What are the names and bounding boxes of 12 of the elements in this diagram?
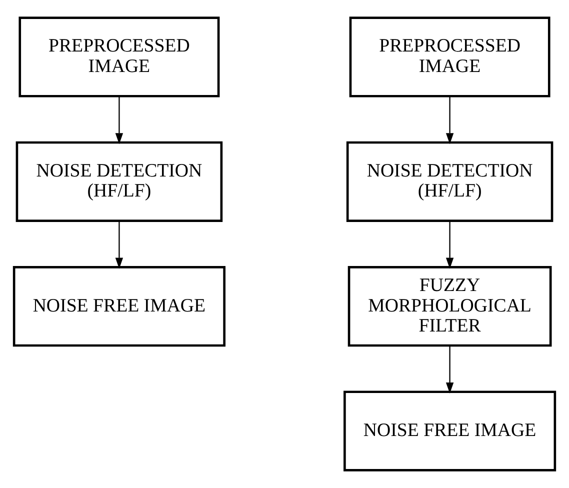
node-box: PREPROCESSED IMAGE	[349, 16, 550, 98]
arrow	[115, 96, 124, 144]
node-box: PREPROCESSED IMAGE	[18, 16, 220, 98]
node-box: NOISE FREE IMAGE	[344, 390, 556, 472]
arrow	[446, 96, 454, 144]
node-box: NOISE FREE IMAGE	[12, 266, 226, 347]
node-box: NOISE DETECTION (HF/LF)	[346, 141, 554, 222]
arrow	[115, 220, 124, 269]
arrow	[446, 220, 454, 269]
arrow	[446, 346, 454, 394]
node-box: FUZZY MORPHOLOGICAL FILTER	[348, 266, 552, 347]
node-box: NOISE DETECTION (HF/LF)	[16, 141, 223, 222]
